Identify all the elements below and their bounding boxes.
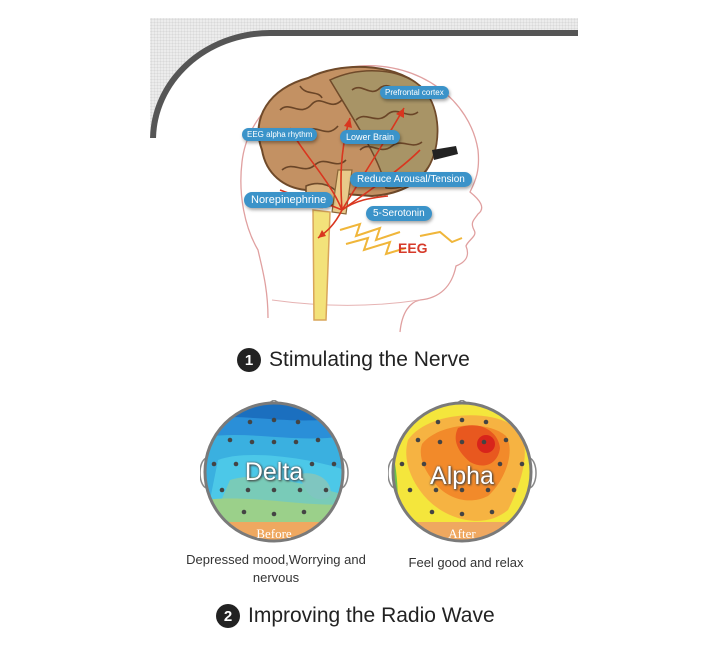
before-caption: Depressed mood,Worrying and nervous — [186, 552, 366, 585]
callout-serotonin: 5-Serotonin — [366, 206, 432, 221]
callout-lower-brain: Lower Brain — [340, 130, 401, 144]
electrode-cap — [432, 146, 458, 160]
delta-brain-map — [200, 400, 349, 543]
step2-number-badge: 2 — [216, 604, 240, 628]
callout-norepinephrine: Norepinephrine — [244, 192, 334, 208]
alpha-brain-map — [388, 400, 537, 543]
alpha-label: Alpha — [430, 462, 494, 490]
after-caption: Feel good and relax — [408, 555, 524, 570]
callout-prefrontal-cortex: Prefrontal cortex — [380, 86, 449, 99]
before-band-label: Before — [256, 526, 292, 541]
callout-reduce-arousal: Reduce Arousal/Tension — [350, 172, 472, 187]
spinal-cord — [312, 209, 331, 321]
step1-number-badge: 1 — [237, 348, 261, 372]
callout-eeg-alpha-rhythm: EEG alpha rhythm — [242, 128, 318, 141]
step2-title: Improving the Radio Wave — [248, 604, 495, 627]
step2-heading: 2 Improving the Radio Wave — [216, 604, 495, 628]
after-band-label: After — [448, 526, 476, 541]
step1-heading: 1 Stimulating the Nerve — [237, 348, 470, 372]
step1-title: Stimulating the Nerve — [269, 348, 470, 371]
eeg-waves — [339, 222, 463, 256]
delta-label: Delta — [244, 458, 304, 486]
electrode-dots — [211, 417, 337, 517]
eeg-label: EEG — [398, 240, 428, 256]
